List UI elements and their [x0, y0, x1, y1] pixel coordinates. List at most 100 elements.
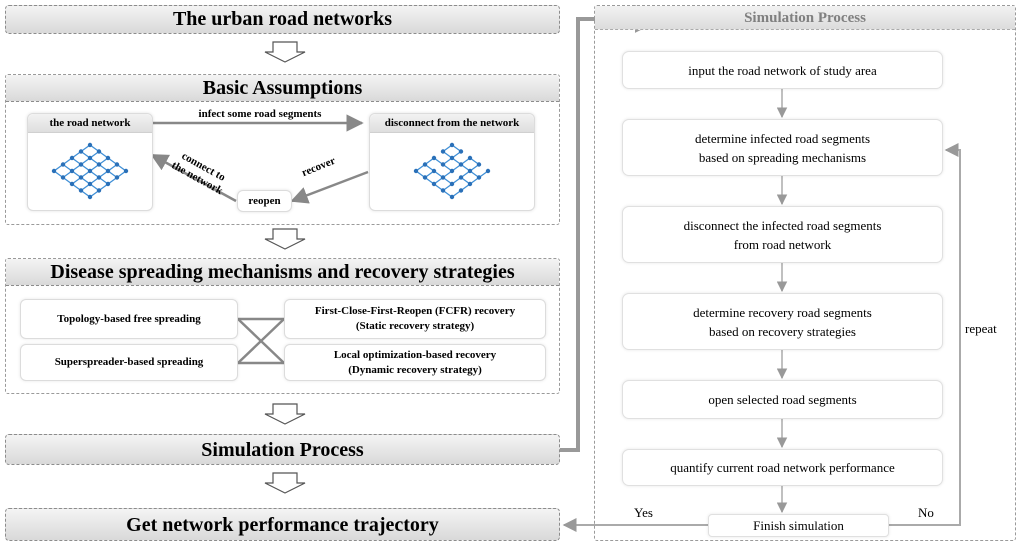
- recover-arrow: [290, 170, 369, 204]
- step-4-line2: based on recovery strategies: [709, 323, 856, 339]
- step-determine-recovery: determine recovery road segments based o…: [622, 293, 943, 350]
- road-node: [78, 162, 84, 167]
- road-node: [458, 149, 464, 154]
- fcfr-recovery-box: First-Close-First-Reopen (FCFR) recovery…: [284, 299, 546, 339]
- road-node: [449, 155, 455, 161]
- topology-spreading-box: Topology-based free spreading: [20, 299, 238, 339]
- road-node: [87, 181, 93, 187]
- step-open-segments: open selected road segments: [622, 380, 943, 419]
- road-node: [422, 162, 428, 167]
- superspreader-spreading-box: Superspreader-based spreading: [20, 344, 238, 381]
- road-node: [449, 168, 455, 174]
- no-label: No: [918, 505, 934, 520]
- road-node: [78, 188, 84, 193]
- road-network-card: the road network: [27, 113, 153, 211]
- basic-assumptions-title: Basic Assumptions: [6, 75, 559, 102]
- mechanisms-title: Disease spreading mechanisms and recover…: [6, 259, 559, 286]
- road-node: [440, 162, 446, 167]
- repeat-label: repeat: [965, 321, 997, 336]
- step-1-line1: input the road network of study area: [688, 62, 877, 78]
- road-node: [51, 168, 57, 174]
- road-node: [440, 175, 446, 180]
- step-5-line1: open selected road segments: [708, 392, 857, 407]
- step-2-line2: based on spreading mechanisms: [698, 149, 867, 165]
- network-performance-bar: Get network performance trajectory: [5, 508, 560, 541]
- road-node: [449, 181, 455, 187]
- road-node: [440, 188, 446, 193]
- mechanisms-panel: [5, 258, 560, 394]
- road-network-label: the road network: [28, 114, 152, 133]
- step-6-line1: quantify current road network performanc…: [670, 460, 895, 475]
- simulation-process-panel: [594, 5, 1016, 541]
- step-3-line1: disconnect the infected road segments: [683, 217, 882, 233]
- step-4-line1: determine recovery road segments: [693, 304, 872, 320]
- reopen-box: reopen: [237, 190, 292, 212]
- road-node: [87, 194, 93, 200]
- road-node: [431, 168, 437, 174]
- road-node: [69, 181, 75, 187]
- road-node: [431, 181, 437, 187]
- road-node: [458, 175, 464, 180]
- local-optimization-recovery-box: Local optimization-based recovery (Dynam…: [284, 344, 546, 381]
- basic-assumptions-panel: [5, 74, 560, 225]
- road-node: [60, 162, 66, 167]
- road-node: [69, 155, 75, 161]
- road-node: [69, 168, 75, 174]
- road-node: [476, 162, 482, 167]
- road-node: [123, 168, 129, 174]
- road-node: [485, 168, 491, 174]
- disconnect-label: disconnect from the network: [370, 114, 534, 133]
- road-node: [105, 168, 111, 174]
- yes-label: Yes: [634, 505, 653, 520]
- down-arrow-icon: [264, 403, 306, 425]
- road-node: [449, 194, 455, 200]
- road-node: [422, 175, 428, 180]
- road-node: [413, 168, 419, 174]
- down-arrow-icon: [264, 228, 306, 250]
- road-node: [60, 175, 66, 180]
- repeat-loop-arrow: [889, 143, 961, 526]
- disconnected-network-card: disconnect from the network: [369, 113, 535, 211]
- step-quantify-performance: quantify current road network performanc…: [622, 449, 943, 486]
- disconnected-network-grid-icon: [413, 142, 491, 200]
- road-node: [96, 175, 102, 180]
- road-node: [458, 188, 464, 193]
- road-node: [467, 181, 473, 187]
- road-node: [431, 155, 437, 161]
- simulation-process-bar: Simulation Process: [5, 434, 560, 465]
- road-node: [467, 168, 473, 174]
- down-arrow-icon: [264, 41, 306, 63]
- step-2-line1: determine infected road segments: [694, 130, 871, 146]
- local-opt-line1: Local optimization-based recovery: [333, 348, 497, 361]
- road-node: [449, 142, 455, 148]
- road-node: [105, 181, 111, 187]
- down-arrow-icon: [264, 472, 306, 494]
- finish-simulation-box: Finish simulation: [708, 514, 889, 537]
- local-opt-line2: (Dynamic recovery strategy): [348, 363, 482, 376]
- road-node: [96, 162, 102, 167]
- fcfr-line2: (Static recovery strategy): [355, 320, 475, 332]
- step-input-network: input the road network of study area: [622, 51, 943, 89]
- road-node: [87, 155, 93, 161]
- road-node: [114, 162, 120, 167]
- step-determine-infected: determine infected road segments based o…: [622, 119, 943, 176]
- connect-arrow: [150, 153, 237, 203]
- road-node: [467, 155, 473, 161]
- road-node: [114, 175, 120, 180]
- road-node: [458, 162, 464, 167]
- road-node: [440, 149, 446, 154]
- road-node: [476, 175, 482, 180]
- urban-road-networks-bar: The urban road networks: [5, 5, 560, 34]
- road-node: [78, 175, 84, 180]
- strategy-cross-lines: [237, 317, 285, 365]
- road-node: [96, 149, 102, 154]
- road-node: [78, 149, 84, 154]
- road-node: [87, 142, 93, 148]
- road-node: [105, 155, 111, 161]
- road-network-grid-icon: [51, 142, 129, 200]
- fcfr-line1: First-Close-First-Reopen (FCFR) recovery: [314, 305, 516, 317]
- infect-label: infect some road segments: [198, 108, 322, 120]
- simulation-process-title: Simulation Process: [595, 6, 1015, 30]
- step-disconnect-infected: disconnect the infected road segments fr…: [622, 206, 943, 263]
